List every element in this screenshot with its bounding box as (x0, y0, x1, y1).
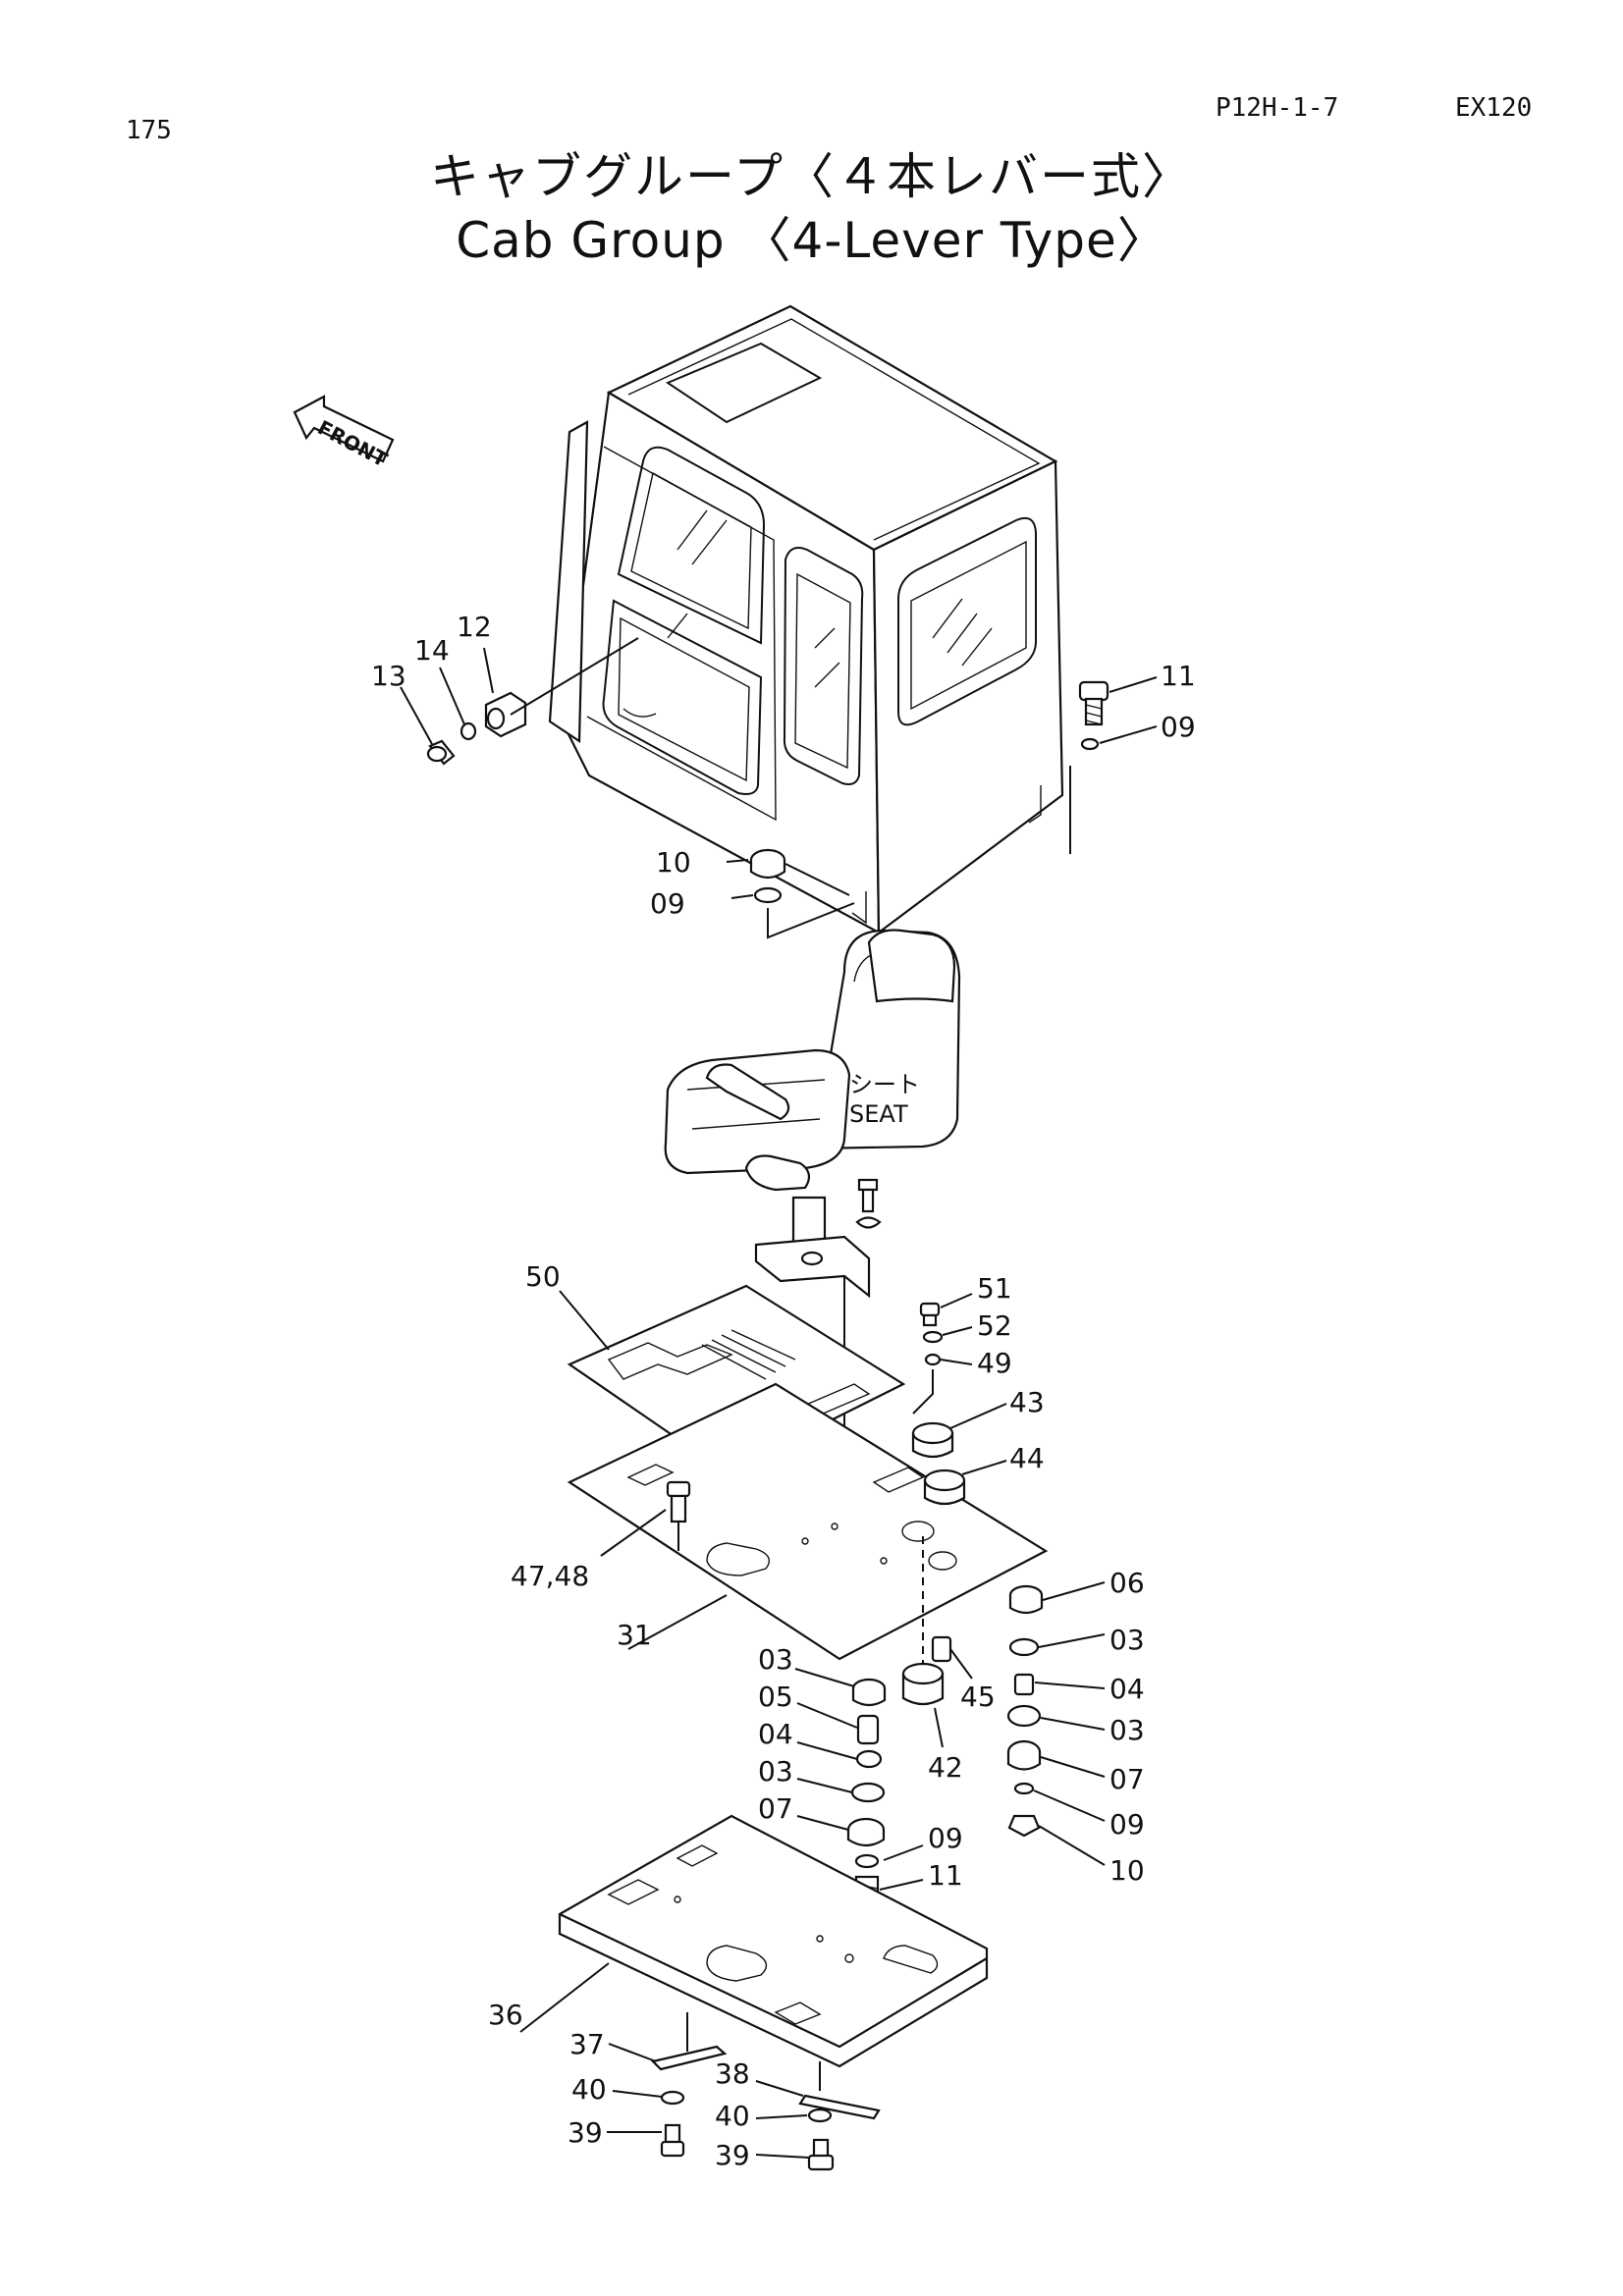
title-japanese: キャブグループ〈４本レバー式〉 (430, 148, 1193, 205)
cab-fasteners (400, 637, 1158, 939)
label-10-r: 10 (1109, 1854, 1145, 1887)
label-05: 05 (758, 1681, 793, 1713)
label-40-b: 40 (715, 2100, 750, 2132)
label-31: 31 (617, 1619, 652, 1651)
label-39-b: 39 (715, 2139, 750, 2171)
mount-middle (901, 1536, 973, 1748)
seat-label-japanese: シート (849, 1071, 920, 1098)
label-37: 37 (569, 2028, 605, 2060)
reference-code: P12H-1-7 (1216, 93, 1339, 123)
floor-plate (567, 1382, 1049, 1661)
base-fasteners (607, 2043, 881, 2171)
label-04-r: 04 (1109, 1673, 1145, 1705)
label-49: 49 (977, 1347, 1012, 1379)
label-03-r1: 03 (1109, 1624, 1145, 1656)
front-arrow-icon: FRONT (293, 395, 395, 471)
label-50: 50 (525, 1260, 561, 1293)
label-13: 13 (371, 660, 406, 692)
label-11-top: 11 (1161, 660, 1196, 692)
floor-fasteners (600, 1293, 1007, 1557)
label-39-a: 39 (568, 2116, 603, 2149)
label-43: 43 (1009, 1386, 1045, 1418)
model-code: EX120 (1455, 93, 1533, 123)
label-09-right: 09 (1161, 711, 1196, 743)
label-11-low: 11 (928, 1859, 963, 1892)
cab-assembly (548, 304, 1064, 935)
seat-label-english: SEAT (849, 1100, 908, 1128)
label-44: 44 (1009, 1442, 1045, 1474)
label-09-r: 09 (1109, 1808, 1145, 1841)
label-45: 45 (960, 1681, 996, 1713)
seat-assembly: シート SEAT (664, 929, 961, 1453)
mount-stack-right (1006, 1581, 1106, 1866)
label-09-mid: 09 (650, 887, 685, 920)
label-40-a: 40 (571, 2073, 607, 2106)
label-47-48: 47,48 (511, 1560, 589, 1592)
label-52: 52 (977, 1309, 1012, 1342)
label-38: 38 (715, 2057, 750, 2090)
label-07-r: 07 (1109, 1763, 1145, 1795)
label-07-a: 07 (758, 1792, 793, 1825)
label-12: 12 (457, 611, 492, 643)
label-51: 51 (977, 1272, 1012, 1305)
label-10-top: 10 (656, 846, 691, 879)
label-06: 06 (1109, 1567, 1145, 1599)
title-english: Cab Group 〈4-Lever Type〉 (456, 212, 1167, 269)
label-03-b: 03 (758, 1755, 793, 1788)
label-03-r2: 03 (1109, 1714, 1145, 1746)
part-number-labels: 13 14 12 11 09 10 09 50 51 52 49 43 44 4… (371, 611, 1196, 2171)
label-36: 36 (488, 1999, 523, 2031)
page-number: 175 (126, 116, 172, 145)
label-03-a: 03 (758, 1643, 793, 1676)
label-04-a: 04 (758, 1718, 793, 1750)
label-09-low: 09 (928, 1822, 963, 1854)
label-42: 42 (928, 1751, 963, 1784)
label-14: 14 (414, 634, 450, 667)
base-plate (519, 1814, 989, 2091)
